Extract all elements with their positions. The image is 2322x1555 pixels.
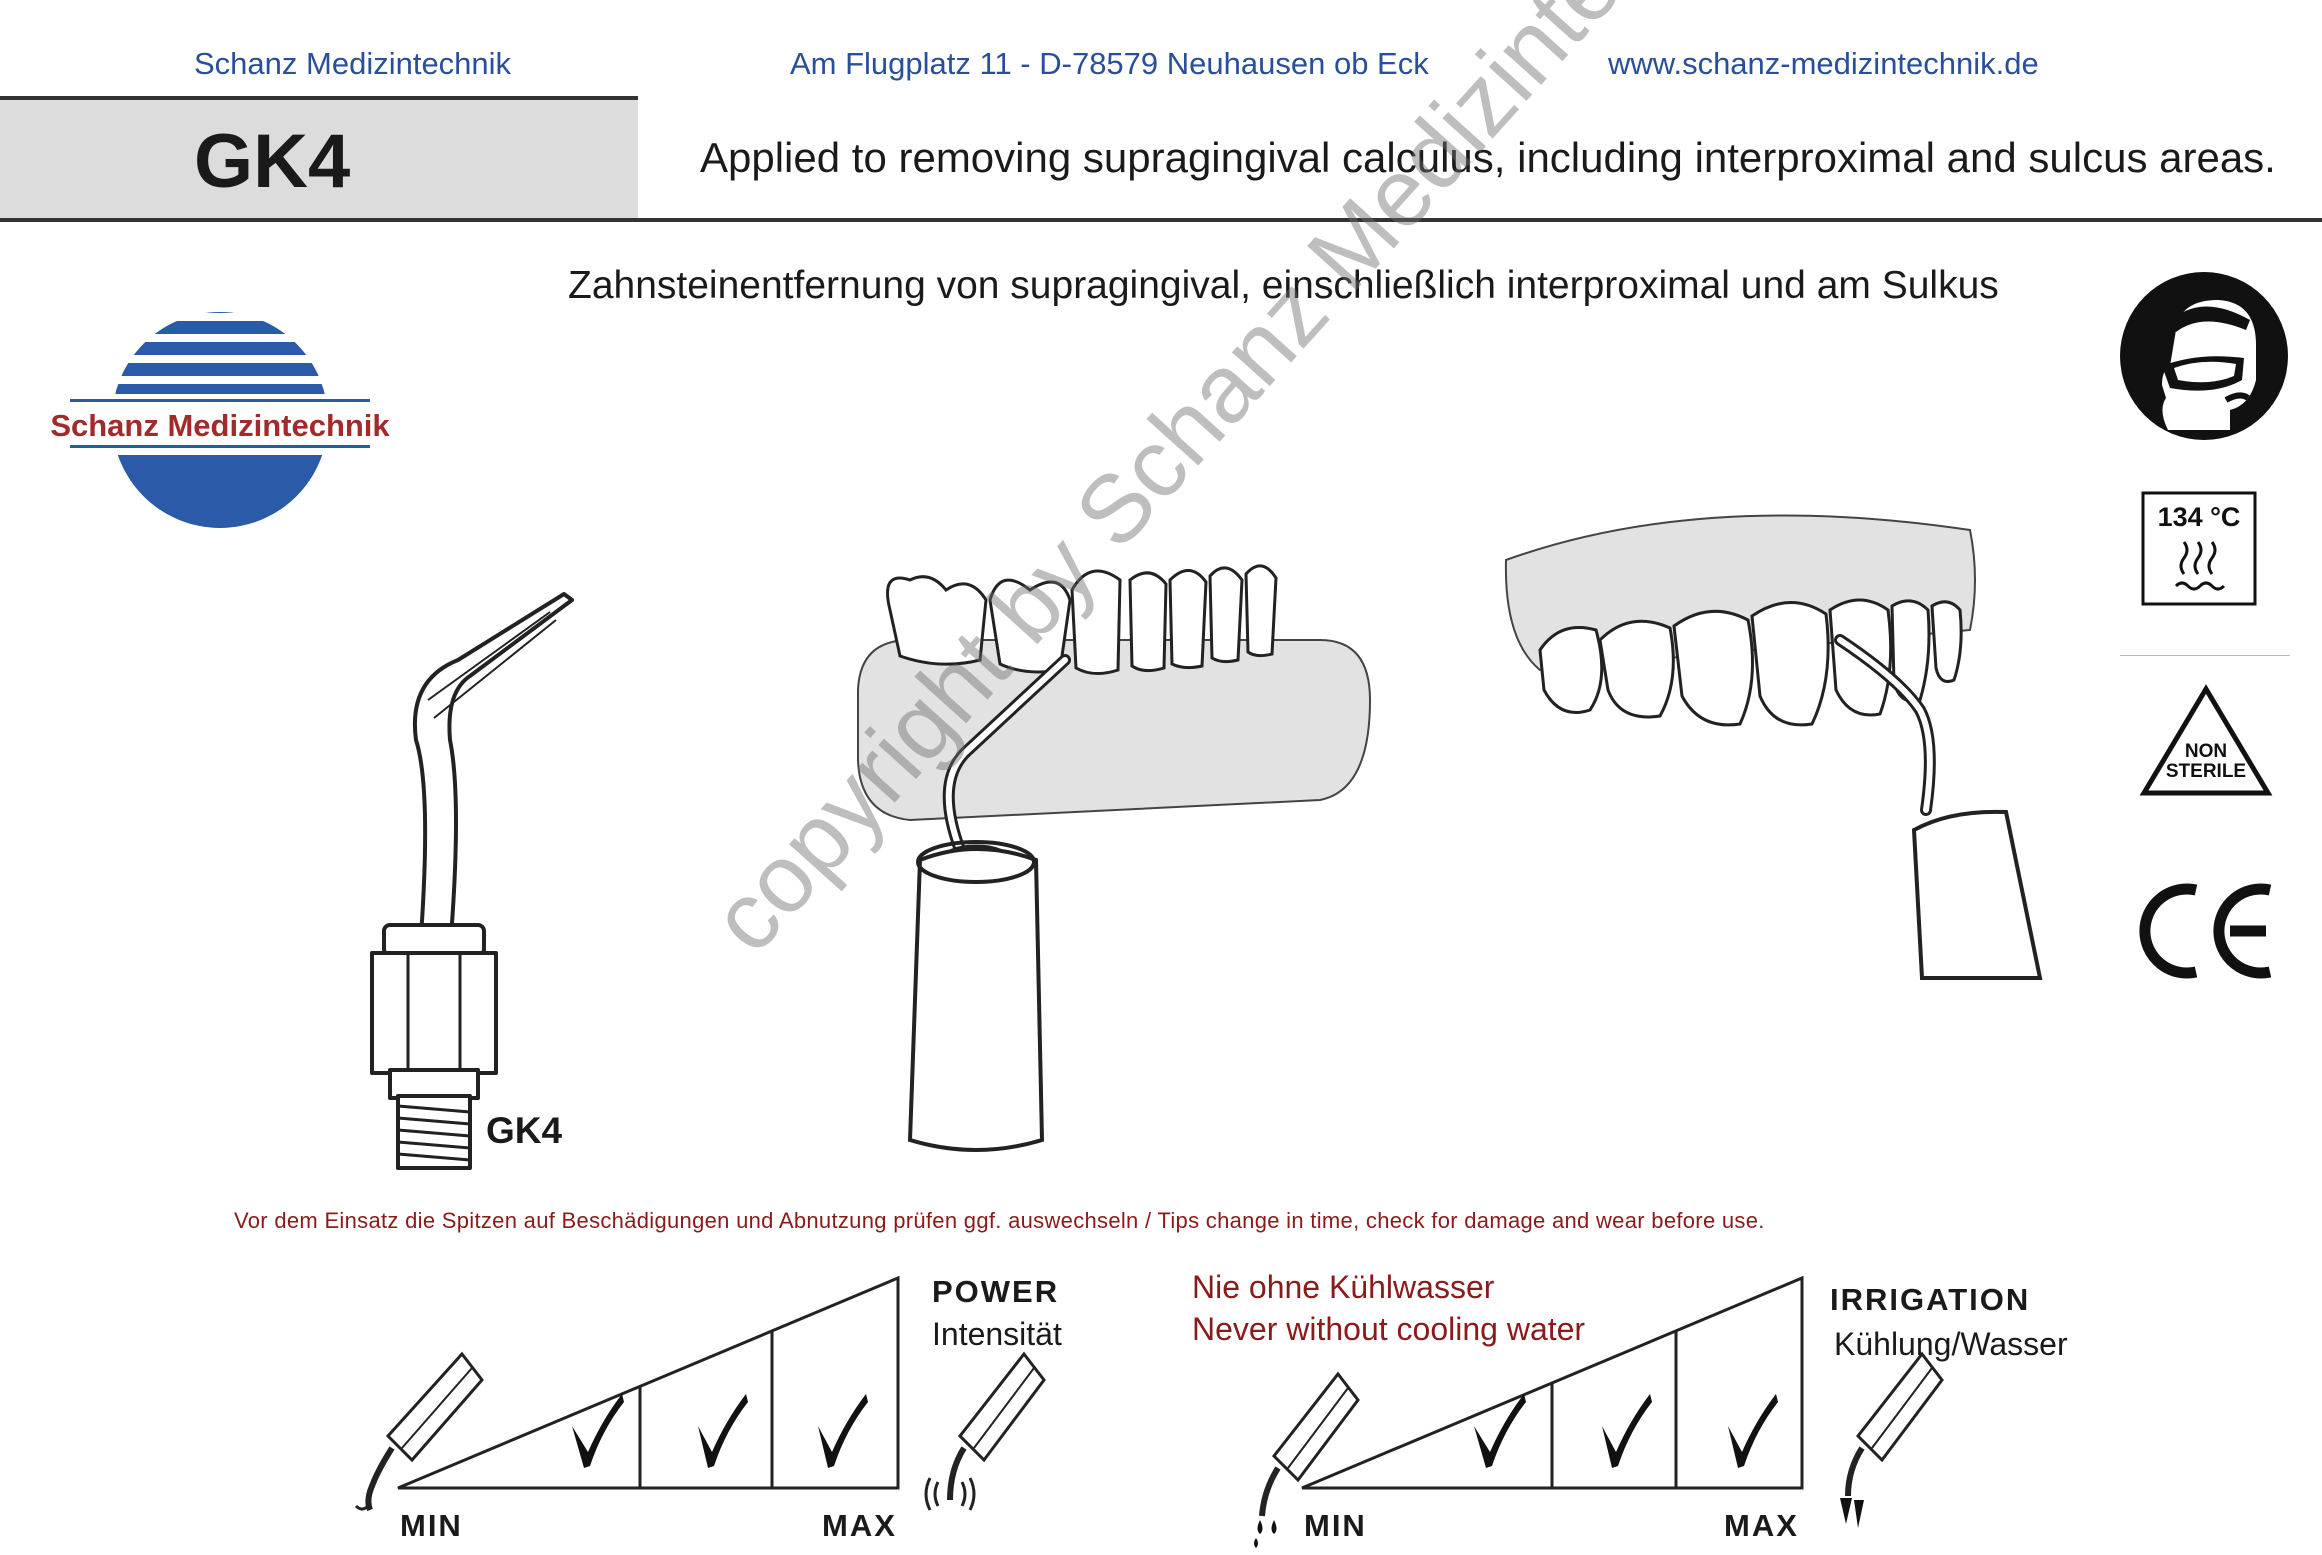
company-logo: Schanz Medizintechnik bbox=[50, 312, 390, 528]
power-check-2 bbox=[698, 1394, 748, 1468]
description-de: Zahnsteinentfernung von supragingival, e… bbox=[568, 264, 1999, 307]
power-subtitle: Intensität bbox=[932, 1316, 1062, 1352]
non-sterile-icon: NON STERILE bbox=[2139, 684, 2273, 796]
tip-warning: Vor dem Einsatz die Spitzen auf Beschädi… bbox=[234, 1208, 1765, 1233]
power-check-3 bbox=[818, 1394, 868, 1468]
title-rule-left bbox=[0, 218, 638, 222]
ce-mark-icon bbox=[2139, 883, 2272, 979]
power-max-label: MAX bbox=[822, 1508, 897, 1543]
sterile-label: STERILE bbox=[2166, 761, 2246, 782]
power-scale bbox=[397, 1275, 900, 1490]
temperature-label: 134 °C bbox=[2158, 502, 2241, 532]
irrigation-note-de: Nie ohne Kühlwasser bbox=[1192, 1269, 1495, 1305]
power-title: POWER bbox=[932, 1274, 1060, 1309]
header-website[interactable]: www.schanz-medizintechnik.de bbox=[1608, 46, 2039, 81]
irrigation-check-3 bbox=[1728, 1394, 1778, 1468]
irrigation-max-tool-icon bbox=[1840, 1351, 1944, 1528]
irrigation-title: IRRIGATION bbox=[1830, 1282, 2031, 1317]
irrigation-max-label: MAX bbox=[1724, 1508, 1799, 1543]
lower-jaw-illustration bbox=[857, 564, 1372, 1152]
product-title: GK4 bbox=[194, 119, 351, 204]
autoclave-icon: 134 °C bbox=[2141, 491, 2257, 606]
symbol-divider bbox=[2120, 655, 2290, 656]
irrigation-check-2 bbox=[1602, 1394, 1652, 1468]
power-max-tool-icon bbox=[924, 1351, 1046, 1511]
tip-label: GK4 bbox=[486, 1110, 563, 1151]
header-company: Schanz Medizintechnik bbox=[194, 46, 512, 81]
title-band bbox=[0, 96, 638, 221]
protective-equipment-icon bbox=[2120, 272, 2288, 440]
irrigation-check-1 bbox=[1474, 1394, 1526, 1468]
irrigation-min-label: MIN bbox=[1304, 1508, 1367, 1543]
logo-text: Schanz Medizintechnik bbox=[50, 408, 390, 443]
upper-jaw-illustration bbox=[1504, 514, 2043, 980]
description-en: Applied to removing supragingival calcul… bbox=[700, 134, 2276, 181]
irrigation-min-tool-icon bbox=[1254, 1371, 1360, 1548]
title-rule-right bbox=[638, 218, 2322, 222]
irrigation-note-en: Never without cooling water bbox=[1192, 1311, 1586, 1347]
power-min-label: MIN bbox=[400, 1508, 463, 1543]
power-check-1 bbox=[572, 1394, 624, 1468]
irrigation-subtitle: Kühlung/Wasser bbox=[1834, 1326, 2068, 1362]
tip-illustration bbox=[370, 592, 574, 1170]
irrigation-scale bbox=[1301, 1275, 1804, 1490]
header-address: Am Flugplatz 11 - D-78579 Neuhausen ob E… bbox=[790, 46, 1429, 81]
power-min-tool-icon bbox=[354, 1351, 484, 1512]
non-label: NON bbox=[2185, 741, 2227, 762]
